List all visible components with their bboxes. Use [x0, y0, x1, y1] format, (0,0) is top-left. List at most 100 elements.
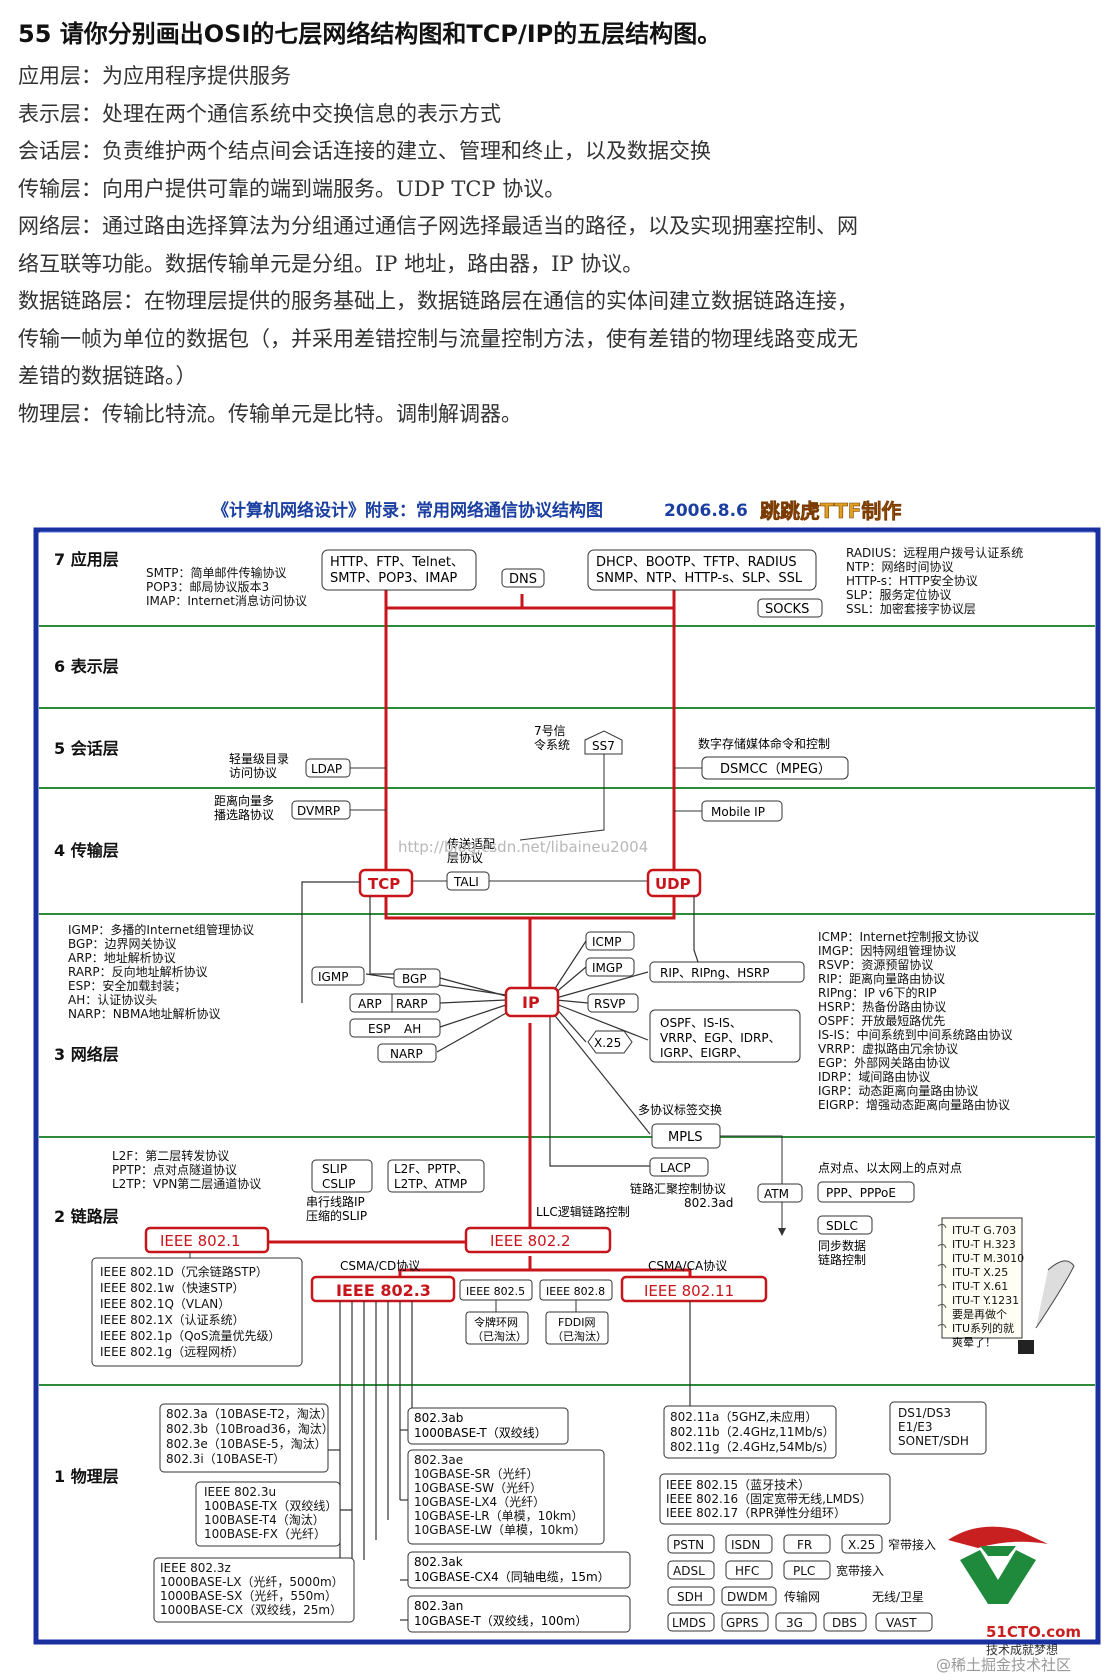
- itu-item: ITU-T X.25: [952, 1266, 1008, 1279]
- phys-802-3u: 100BASE-T4（淘汰）: [204, 1513, 325, 1527]
- network-note: OSPF：开放最短路优先: [818, 1013, 945, 1028]
- layer-6-label: 6 表示层: [54, 657, 119, 676]
- phys-ds: DS1/DS3: [898, 1406, 951, 1420]
- network-note: EIGRP：增强动态距离向量路由协议: [818, 1097, 1010, 1112]
- layer-4-label: 4 传输层: [54, 841, 119, 860]
- ss7-note: 7号信: [534, 724, 566, 738]
- intro-line: 络互联等功能。数据传输单元是分组。IP 地址，路由器，IP 协议。: [18, 251, 644, 276]
- app-protocols-box: SNMP、NTP、HTTP-s、SLP、SSL: [596, 571, 803, 586]
- 3g-box: 3G: [786, 1616, 803, 1630]
- token-ring-box: （已淘汰）: [472, 1329, 527, 1343]
- network-note: ARP：地址解析协议: [68, 950, 176, 965]
- socks-box: SOCKS: [765, 602, 809, 617]
- ospf-box: OSPF、IS-IS、: [660, 1016, 742, 1030]
- ieee-802-1-item: IEEE 802.1w（快速STP）: [100, 1281, 244, 1295]
- app-note: SSL：加密套接字协议层: [846, 601, 976, 616]
- layer-1-label: 1 物理层: [54, 1467, 119, 1486]
- p2p-note: 点对点、以太网上的点对点: [818, 1160, 962, 1175]
- phys-802-3ae: 10GBASE-SR（光纤）: [414, 1467, 539, 1481]
- page-title: 55 请你分别画出OSI的七层网络结构图和TCP/IP的五层结构图。: [18, 20, 722, 48]
- network-note: IS-IS：中间系统到中间系统路由协议: [818, 1027, 1013, 1042]
- phys-802-15: IEEE 802.15（蓝牙技术）: [666, 1478, 810, 1492]
- imgp-box: IMGP: [592, 961, 622, 975]
- ieee-802-8-box: IEEE 802.8: [546, 1285, 605, 1298]
- csma-cd-note: CSMA/CD协议: [340, 1258, 420, 1273]
- slip-box: SLIP: [322, 1162, 347, 1176]
- phys-802-15: IEEE 802.17（RPR弹性分组环）: [666, 1506, 846, 1520]
- lacp-box: LACP: [660, 1161, 691, 1175]
- layer-3-label: 3 网络层: [54, 1045, 119, 1064]
- l2f-box: L2F、PPTP、: [394, 1162, 468, 1176]
- network-note: IMGP：因特网组管理协议: [818, 943, 956, 958]
- atm-box: ATM: [764, 1187, 789, 1201]
- diagram-author: 跳跳虎TTF制作: [760, 499, 901, 523]
- network-note: RIPng：IP v6下的RIP: [818, 985, 937, 1000]
- phys-802-3a: 802.3a（10BASE-T2，淘汰）: [166, 1407, 333, 1421]
- intro-line: 传输层：向用户提供可靠的端到端服务。UDP TCP 协议。: [18, 176, 566, 201]
- phys-802-3ae: 10GBASE-LR（单模，10km）: [414, 1509, 583, 1523]
- hfc-box: HFC: [735, 1564, 759, 1578]
- tali-box: TALI: [453, 875, 479, 889]
- app-protocols-box: HTTP、FTP、Telnet、: [330, 555, 464, 570]
- sdlc-note: 同步数据: [818, 1238, 866, 1253]
- ospf-box: IGRP、EIGRP、: [660, 1046, 748, 1060]
- app-note: SLP：服务定位协议: [846, 587, 952, 602]
- rarp-box: RARP: [396, 997, 428, 1011]
- tali-note: 层协议: [447, 850, 483, 865]
- adsl-box: ADSL: [673, 1564, 705, 1578]
- wireless-note: 无线/卫星: [872, 1590, 924, 1604]
- phys-802-3u: 100BASE-TX（双绞线）: [204, 1498, 337, 1513]
- network-note: EGP：外部网关路由协议: [818, 1055, 950, 1070]
- slip-note: 串行线路IP: [306, 1194, 365, 1209]
- network-note: ICMP：Internet控制报文协议: [818, 929, 979, 944]
- app-note: SMTP：简单邮件传输协议: [146, 565, 287, 580]
- ieee-802-2-box: IEEE 802.2: [490, 1232, 571, 1250]
- fddi-box: FDDI网: [558, 1316, 596, 1329]
- ieee-802-1-item: IEEE 802.1g（远程网桥）: [100, 1344, 244, 1359]
- phys-802-3z: 1000BASE-SX（光纤，550m）: [160, 1589, 337, 1603]
- network-note: IGRP：动态距离向量路由协议: [818, 1083, 978, 1098]
- transport-net-note: 传输网: [784, 1589, 820, 1604]
- phys-ds: E1/E3: [898, 1420, 932, 1434]
- intro-line: 网络层：通过路由选择算法为分组通过通信子网选择最适当的路径，以及实现拥塞控制、网: [18, 214, 858, 238]
- ip-box: IP: [522, 993, 540, 1012]
- mpls-box: MPLS: [668, 1130, 703, 1145]
- itu-item: ITU-T G.703: [952, 1224, 1016, 1237]
- osi-layer-descriptions: 应用层：为应用程序提供服务 表示层：处理在两个通信系统中交换信息的表示方式 会话…: [18, 58, 1078, 433]
- intro-line: 传输一帧为单位的数据包（，并采用差错控制与流量控制方法，使有差错的物理线路变成无: [18, 326, 858, 351]
- fddi-box: （已淘汰）: [552, 1329, 607, 1343]
- narp-box: NARP: [390, 1047, 423, 1061]
- tali-note: 传送适配: [447, 836, 495, 851]
- phys-802-3ae: 10GBASE-LW（单模，10km）: [414, 1523, 586, 1537]
- phys-802-3ae: 10GBASE-SW（光纤）: [414, 1481, 542, 1495]
- ieee-802-11-box: IEEE 802.11: [644, 1282, 734, 1300]
- layer-5-label: 5 会话层: [54, 739, 119, 758]
- phys-802-3an: 10GBASE-T（双绞线，100m）: [414, 1613, 587, 1628]
- app-note: POP3：邮局协议版本3: [146, 579, 269, 594]
- ss7-box: SS7: [592, 739, 615, 753]
- phys-802-3an: 802.3an: [414, 1599, 463, 1613]
- igmp-box: IGMP: [318, 970, 348, 984]
- logo-subtitle: 技术成就梦想: [986, 1642, 1058, 1657]
- ldap-box: LDAP: [311, 762, 342, 776]
- ppp-box: PPP、PPPoE: [826, 1186, 896, 1200]
- intro-line: 数据链路层：在物理层提供的服务基础上，数据链路层在通信的实体间建立数据链路连接，: [18, 289, 858, 313]
- itu-item: 爽晕了！: [952, 1336, 996, 1349]
- itu-item: ITU-T H.323: [952, 1238, 1016, 1251]
- broadband-note: 宽带接入: [836, 1563, 884, 1578]
- phys-802-3ab: 802.3ab: [414, 1411, 463, 1425]
- ieee-802-1-item: IEEE 802.1D（冗余链路STP）: [100, 1264, 268, 1279]
- ah-box: AH: [404, 1022, 421, 1036]
- ieee-802-1-box: IEEE 802.1: [160, 1232, 241, 1250]
- dvmrp-note: 距离向量多: [214, 793, 274, 808]
- lmds-box: LMDS: [672, 1616, 706, 1630]
- phys-ds: SONET/SDH: [898, 1434, 969, 1448]
- app-protocols-box: DHCP、BOOTP、TFTP、RADIUS: [596, 555, 797, 570]
- ldap-note: 访问协议: [229, 765, 277, 780]
- itu-item: ITU-T Y.1231: [952, 1294, 1019, 1307]
- itu-item: ITU-T M.3010: [952, 1252, 1024, 1265]
- ieee-802-1-item: IEEE 802.1Q（VLAN）: [100, 1297, 230, 1311]
- diagram-date: 2006.8.6: [664, 501, 748, 521]
- itu-item: ITU-T X.61: [952, 1280, 1008, 1293]
- vast-box: VAST: [886, 1616, 917, 1630]
